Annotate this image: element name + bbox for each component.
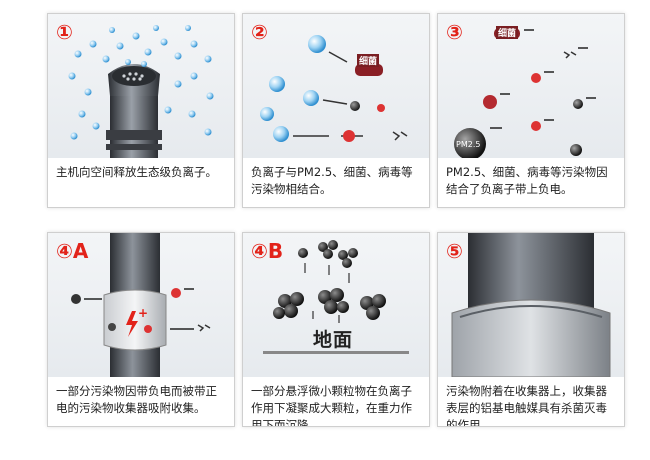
panel-step-4b: ④B 地面 一部分悬浮微小颗粒物在负离子作用下凝聚成大颗粒，在重力作用下而沉降。 [242, 232, 430, 427]
step-caption: 一部分悬浮微小颗粒物在负离子作用下凝聚成大颗粒，在重力作用下而沉降。 [251, 384, 412, 427]
direction-arrows [293, 51, 363, 137]
step-caption: 负离子与PM2.5、细菌、病毒等污染物相结合。 [251, 165, 413, 196]
illustration-ion-release [48, 14, 234, 158]
panel-step-1: ① 主机向空间释放生态级负离子。 [47, 13, 235, 208]
lightning-icon [126, 311, 138, 337]
step-number: ⑤ [446, 239, 463, 263]
step-number: ③ [446, 20, 463, 44]
svg-text:+: + [138, 306, 148, 320]
large-particle-clusters [273, 288, 386, 320]
panel-step-4a: + ④A 一部分污染物因带负电而被带正电的污染物收集器吸附收集。 [47, 232, 235, 427]
step-caption: 主机向空间释放生态级负离子。 [56, 165, 217, 179]
step-number: ① [56, 20, 73, 44]
bacteria-shape [355, 64, 383, 76]
ion-spheres [260, 35, 326, 142]
small-particle-clusters [298, 240, 358, 268]
step-caption: 一部分污染物因带负电而被带正电的污染物收集器吸附收集。 [56, 384, 217, 415]
pm25-label: PM2.5 [456, 140, 481, 149]
virus-shape [343, 104, 385, 142]
panel-step-2: ② 细菌 负离子与PM2.5、细菌、病毒等污染物相结合。 [242, 13, 430, 208]
bacteria-label: 细菌 [496, 26, 519, 39]
step-caption: PM2.5、细菌、病毒等污染物因结合了负离子带上负电。 [446, 165, 608, 196]
ground-label: 地面 [313, 329, 354, 351]
collector-sterilization-graphic [451, 233, 611, 377]
illustration-charged-pollutants [438, 14, 624, 158]
negative-ion-cloud [68, 25, 214, 140]
collector-adsorption-graphic: + [71, 233, 211, 377]
illustration-particle-settling [243, 233, 429, 377]
illustration-ion-binding [243, 14, 429, 158]
panel-step-5: ⑤ 污染物附着在收集器上，收集器表层的铝基电触媒具有杀菌灭毒的作用。 [437, 232, 625, 427]
pm25-particle [454, 128, 486, 158]
settling-arrows [304, 263, 350, 323]
step-number: ④A [56, 239, 89, 263]
step-number: ④B [251, 239, 284, 263]
pm-particle [350, 101, 360, 111]
illustration-collector-sterilization [438, 233, 624, 377]
step-number: ② [251, 20, 268, 44]
illustration-collector-adsorption: + [48, 233, 234, 377]
charged-pollutants-graphic [454, 28, 596, 158]
panel-step-3: ③ 细菌 PM2.5 PM2.5、细菌、病毒等污染物因结合了负离子带上负电。 [437, 13, 625, 208]
ion-release-graphic [68, 25, 214, 158]
step-caption: 污染物附着在收集器上，收集器表层的铝基电触媒具有杀菌灭毒的作用。 [446, 384, 607, 427]
bacteria-label: 细菌 [357, 54, 380, 67]
ion-binding-graphic [260, 35, 408, 142]
particle-settling-graphic [263, 240, 409, 354]
